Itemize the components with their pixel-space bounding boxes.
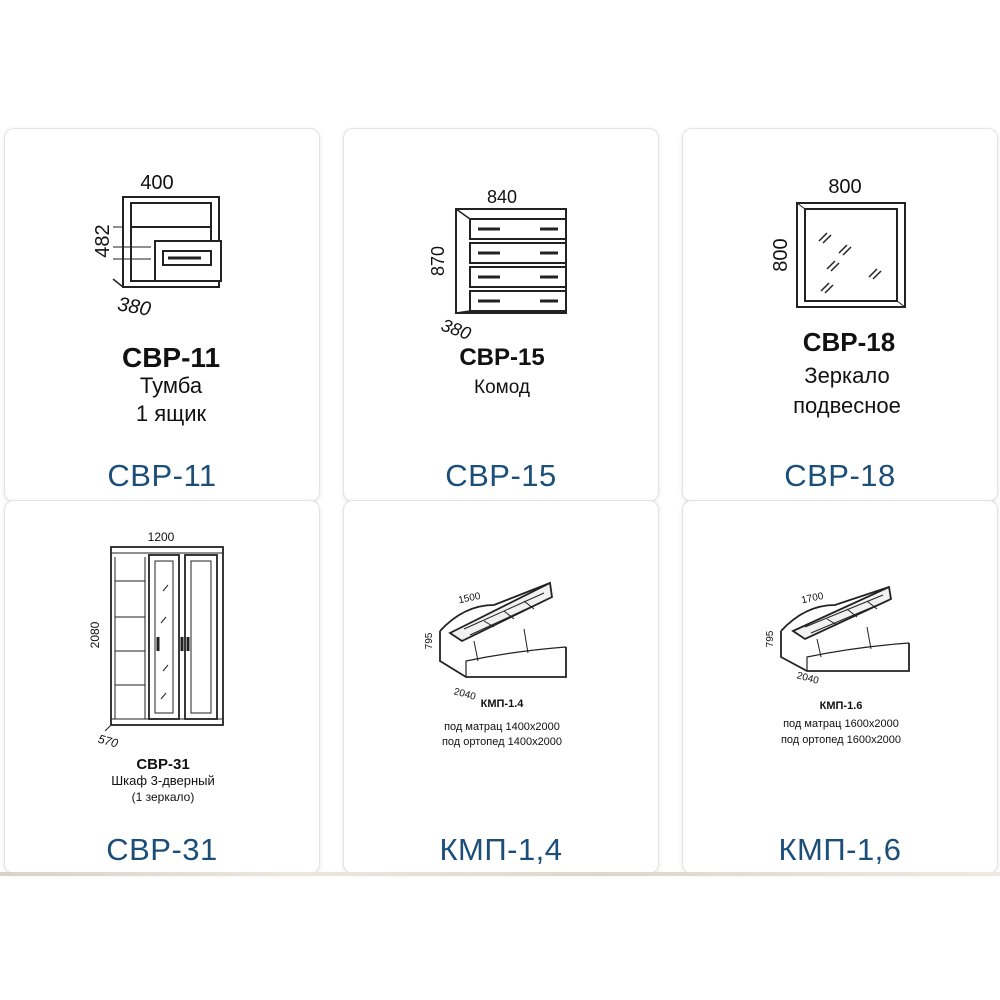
product-image-svr-31: 1200 2080 570 СВР-31 Шкаф 3-дверный (1 з… [88,530,224,804]
model-desc-1: под матрац 1600x2000 [783,718,899,730]
model-desc-2: 1 ящик [136,401,207,426]
dim-depth: 380 [439,315,474,344]
model-name: КМП-1.4 [481,698,525,710]
dim-depth: 2040 [795,670,820,686]
dim-depth: 2040 [452,686,477,702]
bottom-divider-strip [0,872,1000,876]
product-caption[interactable]: СВР-11 [107,458,217,493]
product-caption[interactable]: СВР-18 [784,458,896,493]
model-desc-2: подвесное [793,393,901,418]
model-desc-2: под ортопед 1600x2000 [781,734,901,746]
product-image-svr-18: 800 800 СВР-18 Зеркало подвесное [770,176,906,418]
dim-width: 1700 [800,591,824,606]
product-image-svr-15: 840 870 380 СВР-15 Комод [428,187,567,398]
product-card-kmp-1-4[interactable]: 1500 795 2040 КМП-1.4 под матрац 1400x20… [343,500,659,874]
model-desc-1: Зеркало [804,363,889,388]
product-image-kmp-1-6: 1700 795 2040 КМП-1.6 под матрац 1600x20… [765,585,910,746]
dim-depth: 380 [116,293,153,320]
model-desc-1: Тумба [140,373,203,398]
model-desc-2: (1 зеркало) [132,790,195,804]
dim-height: 800 [770,238,792,271]
product-caption[interactable]: СВР-31 [106,832,218,867]
dim-height: 2080 [88,621,102,648]
model-desc-2: под ортопед 1400x2000 [442,736,562,748]
model-name: СВР-18 [803,327,895,357]
product-caption[interactable]: СВР-15 [445,458,557,493]
dim-height: 795 [765,630,776,647]
dim-height: 870 [428,246,448,276]
product-card-svr-11[interactable]: 400 482 380 СВР-11 Тумба 1 ящик СВР-11 [4,128,320,502]
product-card-svr-31[interactable]: 1200 2080 570 СВР-31 Шкаф 3-дверный (1 з… [4,500,320,874]
product-image-kmp-1-4: 1500 795 2040 КМП-1.4 под матрац 1400x20… [424,581,567,748]
model-desc-1: под матрац 1400x2000 [444,721,560,733]
product-card-kmp-1-6[interactable]: 1700 795 2040 КМП-1.6 под матрац 1600x20… [682,500,998,874]
dim-depth: 570 [97,732,120,751]
dim-height: 795 [424,632,435,649]
model-name: СВР-15 [459,344,544,371]
product-card-svr-15[interactable]: 840 870 380 СВР-15 Комод СВР-15 [343,128,659,502]
product-card-svr-18[interactable]: 800 800 СВР-18 Зеркало подвесное СВР-18 [682,128,998,502]
model-name: СВР-11 [122,342,220,373]
product-caption[interactable]: КМП-1,4 [439,832,563,867]
dim-width: 840 [487,187,517,207]
dim-width: 800 [828,176,861,198]
product-image-svr-11: 400 482 380 СВР-11 Тумба 1 ящик [92,172,222,426]
model-name: СВР-31 [136,756,189,773]
dim-width: 400 [140,172,173,194]
model-name: КМП-1.6 [820,700,863,712]
product-caption[interactable]: КМП-1,6 [778,832,902,867]
model-desc-1: Шкаф 3-дверный [111,773,215,788]
model-desc-1: Комод [474,377,530,398]
dim-height: 482 [92,224,114,257]
dim-width: 1200 [148,530,175,544]
dim-width: 1500 [457,591,481,606]
